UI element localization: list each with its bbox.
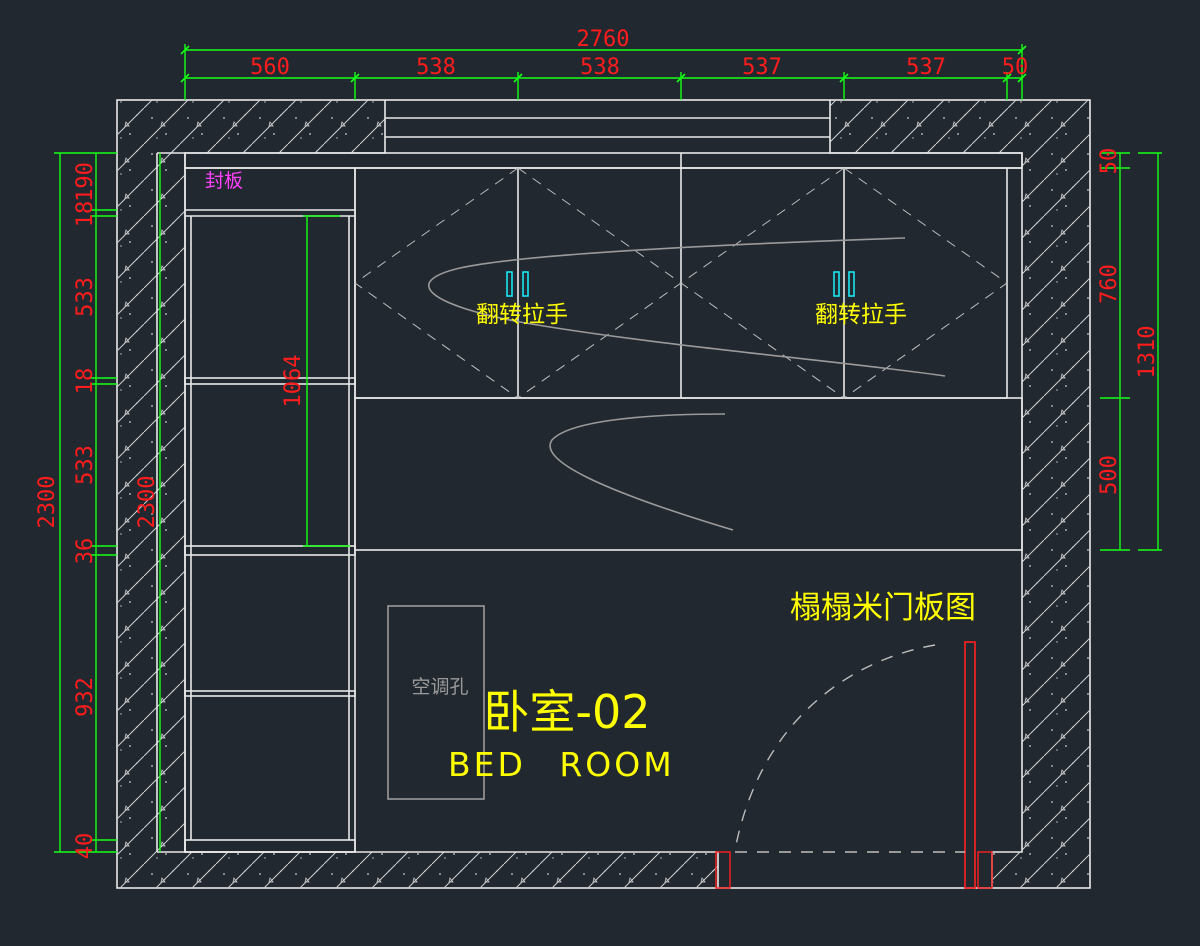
dim-right-seg-2: 760	[1097, 264, 1122, 304]
dim-total-width: 2760	[577, 27, 630, 52]
dimension-ticks	[180, 45, 1027, 83]
dim-left-inner-total: 2300	[135, 476, 160, 529]
shelf-2	[184, 545, 356, 556]
dim-right-seg-3: 500	[1097, 455, 1122, 495]
dim-right-total: 1310	[1135, 326, 1160, 379]
cover-board-label: 封板	[205, 170, 243, 192]
shelf-1	[184, 377, 356, 385]
dim-top-1: 560	[250, 55, 290, 80]
top-left-wall	[185, 100, 385, 153]
bottom-wall-right	[992, 852, 1022, 888]
dim-left-seg-3: 533	[73, 277, 98, 317]
dim-left-seg-2: 18	[73, 201, 98, 228]
shelf-bottom	[184, 839, 356, 853]
door-leaf	[964, 641, 976, 889]
flip-handle-label-right: 翻转拉手	[815, 302, 907, 328]
dim-right-seg-1: 50	[1097, 148, 1122, 175]
dimension-lines	[54, 44, 1162, 853]
dimension-texts: 2760 560 538 538 537 537 50 2300 2300 19…	[35, 27, 1160, 859]
handle-right-a	[833, 271, 840, 297]
dim-left-seg-6: 36	[73, 538, 98, 565]
dim-left-seg-5: 533	[73, 445, 98, 485]
flip-handle-label-left: 翻转拉手	[476, 302, 568, 328]
dim-top-2: 538	[416, 55, 456, 80]
dim-top-4: 537	[742, 55, 782, 80]
dim-top-3: 538	[580, 55, 620, 80]
right-wall	[1022, 100, 1090, 888]
top-right-wall	[830, 100, 1022, 153]
break-curves	[428, 237, 946, 531]
room-english-2: ROOM	[559, 745, 674, 784]
walls	[116, 99, 1091, 889]
door-swing-arc	[734, 644, 936, 851]
door-jamb-right	[977, 851, 993, 889]
dim-top-5: 537	[906, 55, 946, 80]
dim-top-6: 50	[1002, 55, 1029, 80]
ac-hole-label: 空调孔	[411, 676, 468, 698]
bottom-wall-left	[185, 852, 718, 888]
handle-right-b	[848, 271, 855, 297]
annotations: 封板 翻转拉手 翻转拉手 榻榻米门板图 空调孔 卧室-02 BED ROOM	[205, 170, 976, 784]
dim-left-seg-7: 932	[73, 677, 98, 717]
room-english-1: BED	[448, 745, 526, 784]
ac-hole-outline	[387, 605, 485, 800]
dim-left-seg-4: 18	[73, 368, 98, 395]
dim-left-seg-8: 40	[73, 833, 98, 860]
curve-upper	[428, 237, 946, 377]
swing-left	[354, 167, 519, 399]
left-wall	[117, 100, 185, 888]
flip-handles	[506, 271, 855, 297]
left-tall-cabinet	[184, 167, 356, 853]
handle-left-a	[506, 271, 513, 297]
cabinet-top-strip	[184, 152, 1023, 169]
curve-lower	[549, 413, 734, 531]
entry-door	[715, 641, 993, 889]
door-jamb-left	[715, 851, 731, 889]
dim-left-seg-1: 190	[73, 162, 98, 202]
handle-left-b	[522, 271, 529, 297]
swing-right-2	[843, 167, 1008, 399]
tatami-lower-section	[354, 397, 1023, 551]
room-name: 卧室-02	[483, 685, 650, 739]
door-swing-markers	[354, 167, 1008, 399]
dim-left-outer-total: 2300	[35, 476, 60, 529]
dim-shelf-height: 1064	[281, 355, 306, 408]
swing-right	[680, 167, 845, 399]
tatami-title: 榻榻米门板图	[790, 590, 976, 626]
inner-wall-outline-right	[829, 100, 1023, 888]
swing-left-2	[517, 167, 682, 399]
shelf-3	[184, 690, 356, 697]
